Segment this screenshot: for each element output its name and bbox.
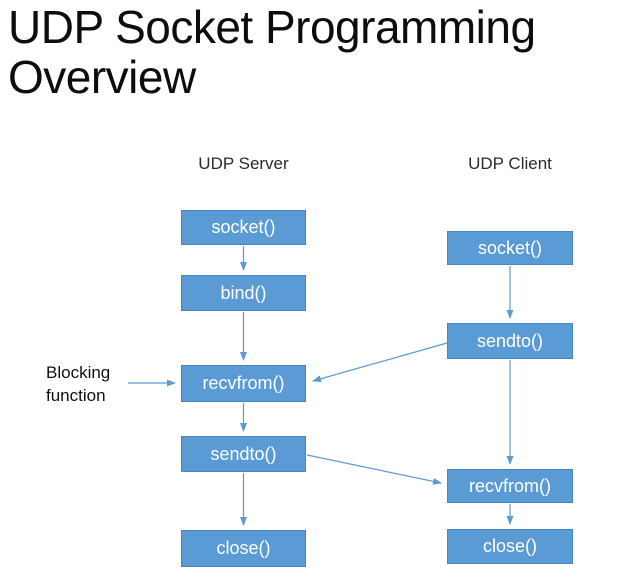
server-socket-node: socket() bbox=[181, 210, 306, 245]
arrow-server-sendto-to-client-recvfrom bbox=[306, 454, 442, 485]
client-sendto-node: sendto() bbox=[447, 323, 573, 359]
server-column-header: UDP Server bbox=[198, 154, 289, 173]
client-close-node: close() bbox=[447, 529, 573, 564]
blocking-function-label: Blocking function bbox=[46, 363, 111, 405]
page-title: UDP Socket Programming Overview bbox=[8, 1, 536, 103]
server-bind-node: bind() bbox=[181, 275, 306, 311]
server-recvfrom-node: recvfrom() bbox=[181, 365, 306, 402]
server-close-node: close() bbox=[181, 530, 306, 567]
client-socket-node: socket() bbox=[447, 231, 573, 265]
client-recvfrom-node: recvfrom() bbox=[447, 469, 573, 503]
arrow-client-sendto-to-server-recvfrom bbox=[312, 342, 448, 383]
server-sendto-node: sendto() bbox=[181, 436, 306, 472]
client-column-header: UDP Client bbox=[468, 154, 552, 173]
